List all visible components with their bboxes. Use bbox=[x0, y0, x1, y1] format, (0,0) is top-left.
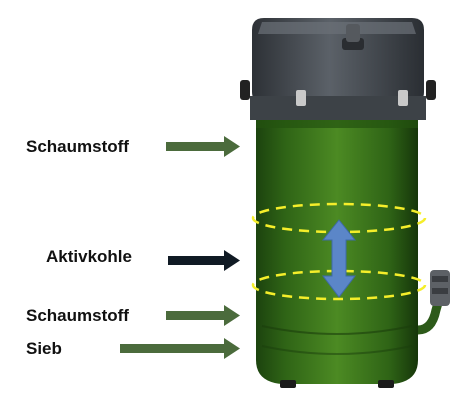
carbon-zone-bottom-marker bbox=[251, 269, 427, 301]
arrow-right-icon bbox=[166, 305, 240, 326]
arrow-right-icon bbox=[120, 338, 240, 359]
canister-head bbox=[240, 18, 436, 120]
label-schaumstoff-bottom: Schaumstoff bbox=[26, 306, 129, 325]
hose-connector bbox=[417, 270, 450, 335]
arrow-right-icon bbox=[166, 136, 240, 157]
label-aktivkohle: Aktivkohle bbox=[46, 247, 132, 266]
label-sieb: Sieb bbox=[26, 339, 62, 358]
double-arrow-vertical-icon bbox=[321, 219, 357, 298]
arrow-right-icon bbox=[168, 250, 240, 271]
label-schaumstoff-top: Schaumstoff bbox=[26, 137, 129, 156]
